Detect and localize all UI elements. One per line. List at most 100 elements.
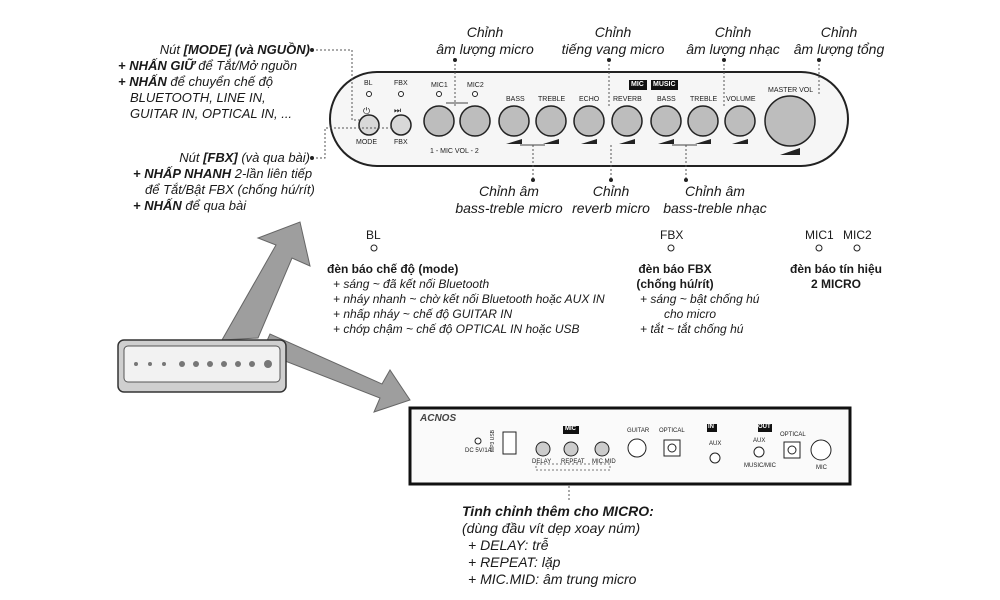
mic1-indicator-led <box>815 244 823 252</box>
panel-fbxbtn-label: FBX <box>394 139 408 146</box>
arrow-to-top-panel <box>221 221 311 341</box>
bl-indicator-label: BL <box>366 228 381 242</box>
mic2-indicator-label: MIC2 <box>843 228 872 242</box>
mode-title-bold: [MODE] (và NGUỒN) <box>183 42 310 57</box>
fbx-led <box>398 91 404 97</box>
arrow-to-rear-panel <box>261 333 411 413</box>
reverb-line2: reverb micro <box>572 200 650 216</box>
fbx-callout-title: Nút [FBX] (và qua bài) <box>120 150 310 166</box>
mic-bass-treble-callout: Chỉnh âm bass-treble micro <box>434 183 584 217</box>
panel-music-tag: MUSIC <box>653 81 676 88</box>
fbx-button <box>390 114 412 136</box>
rear-mic-tag: MIC <box>565 426 576 432</box>
power-icon: ⏻ <box>363 106 371 116</box>
rear-musicmic-label: MUSIC/MIC <box>744 463 776 469</box>
fbx-line2: để Tắt/Bật FBX (chống hú/rít) <box>145 182 315 197</box>
usb-port <box>502 431 517 455</box>
music-volume-line2: âm lượng nhạc <box>686 41 780 57</box>
panel-fbx-label: FBX <box>394 80 408 87</box>
panel-reverb-label: REVERB <box>613 96 642 103</box>
echo-knob <box>573 105 605 137</box>
rear-usb-label: MP3 USB <box>490 430 496 452</box>
music-bass-treble-line2: bass-treble nhạc <box>663 200 767 216</box>
mic-indicator-title1: đèn báo tín hiệu <box>790 262 882 276</box>
fine-tune-title: Tinh chỉnh thêm cho MICRO: <box>462 503 654 519</box>
mode-title-prefix: Nút <box>159 42 184 57</box>
fine-tune-block: Tinh chỉnh thêm cho MICRO: (dùng đầu vít… <box>462 503 762 588</box>
fbx-line1-rest: 2-lần liên tiếp <box>231 166 313 181</box>
music-tag-box <box>651 80 678 90</box>
fbx-indicator-led <box>667 244 675 252</box>
mic2-indicator-led <box>853 244 861 252</box>
fbx-item-2: + tắt ~ tắt chống hú <box>640 322 744 336</box>
out-tag <box>758 424 772 432</box>
fbx-callout-body: + NHẤP NHANH 2-lần liên tiếp để Tắt/Bật … <box>133 166 333 214</box>
mic-volume-callout: Chỉnh âm lượng micro <box>420 24 550 58</box>
fbx-title-rest: (và qua bài) <box>237 150 310 165</box>
panel-echo-label: ECHO <box>579 96 600 103</box>
mic2-vol-knob <box>459 105 491 137</box>
rear-in-tag: IN <box>708 424 714 430</box>
in-tag <box>707 424 717 432</box>
fbx-item-1: cho micro <box>664 307 717 321</box>
mic-bass-knob <box>498 105 530 137</box>
bl-led <box>366 91 372 97</box>
fbx-indicator-title1: đèn báo FBX <box>638 262 712 276</box>
panel-bass-label: BASS <box>506 96 525 103</box>
fbx-indicator-desc: đèn báo FBX (chống hú/rít) <box>620 262 730 292</box>
bl-item-2: + nhấp nháy ~ chế độ GUITAR IN <box>333 307 513 321</box>
delay-knob <box>535 441 551 457</box>
bl-indicator-led <box>370 244 378 252</box>
bl-item-1: + nháy nhanh ~ chờ kết nối Bluetooth hoặ… <box>333 292 605 306</box>
mic-bass-treble-line1: Chỉnh âm <box>479 183 539 199</box>
mic1-led <box>436 91 442 97</box>
mic-volume-line1: Chỉnh <box>466 24 504 40</box>
bl-indicator-desc: đèn báo chế độ (mode) + sáng ~ đã kết nố… <box>327 262 627 337</box>
mode-line2-rest: để chuyển chế độ <box>166 74 274 89</box>
mic1-indicator-label: MIC1 <box>805 228 834 242</box>
master-vol-knob <box>764 95 816 147</box>
rear-mic-out-label: MIC <box>816 465 827 471</box>
rear-aux-label: AUX <box>709 441 722 447</box>
bl-indicator-title: đèn báo chế độ (mode) <box>327 262 459 276</box>
rear-optical-label: OPTICAL <box>659 428 685 434</box>
mic-volume-line2: âm lượng micro <box>436 41 534 57</box>
echo-callout: Chỉnh tiếng vang micro <box>548 24 678 58</box>
mic-out-jack <box>810 439 832 461</box>
repeat-knob <box>563 441 579 457</box>
fbx-line1-bold: + NHẤP NHANH <box>133 166 232 181</box>
fbx-item-0: + sáng ~ bật chống hú <box>640 292 760 306</box>
dc-jack <box>474 437 482 445</box>
echo-line1: Chỉnh <box>594 24 632 40</box>
rear-aux2-label: AUX <box>753 438 766 444</box>
mic-tag-rear <box>563 426 579 434</box>
music-bass-treble-callout: Chỉnh âm bass-treble nhạc <box>650 183 780 217</box>
brand-logo: ACNOS <box>420 413 457 424</box>
fine-tune-item-2: + MIC.MID: âm trung micro <box>468 571 637 587</box>
guitar-jack <box>627 438 647 458</box>
aux-out-jack <box>753 446 765 458</box>
mode-line1-rest: để Tắt/Mở nguồn <box>194 58 298 73</box>
music-volume-callout: Chỉnh âm lượng nhạc <box>668 24 798 58</box>
reverb-knob <box>611 105 643 137</box>
fbx-indicator-label: FBX <box>660 228 684 242</box>
echo-line2: tiếng vang micro <box>561 41 665 57</box>
fine-tune-item-1: + REPEAT: lặp <box>468 554 561 570</box>
mic-bass-treble-line2: bass-treble micro <box>455 200 563 216</box>
fbx-title-prefix: Nút <box>179 150 204 165</box>
panel-treble-label: TREBLE <box>538 96 566 103</box>
panel-volume-label: VOLUME <box>726 96 756 103</box>
bl-item-3: + chớp chậm ~ chế độ OPTICAL IN hoặc USB <box>333 322 580 336</box>
mode-callout-body: + NHẤN GIỮ để Tắt/Mở nguồn + NHẤN để chu… <box>118 58 318 122</box>
panel-bass2-label: BASS <box>657 96 676 103</box>
fbx-indicator-title2: (chống hú/rít) <box>636 277 714 291</box>
music-bass-treble-line1: Chỉnh âm <box>685 183 745 199</box>
fbx-line3-bold: + NHẤN <box>133 198 182 213</box>
panel-micvol-label: 1 - MIC VOL - 2 <box>430 148 479 155</box>
mode-line4: GUITAR IN, OPTICAL IN, ... <box>130 106 293 121</box>
rear-out-tag: OUT <box>758 424 771 430</box>
mic2-led <box>472 91 478 97</box>
panel-mic2-label: MIC2 <box>467 82 484 89</box>
rear-micmid-label: MIC.MID <box>592 459 616 465</box>
